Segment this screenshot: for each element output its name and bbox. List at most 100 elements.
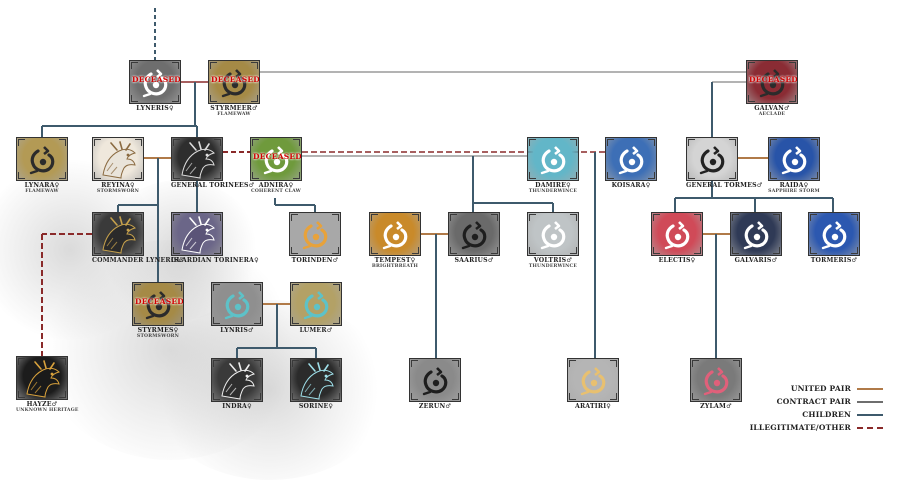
portrait-tile [16,356,68,400]
node-name: General Torinees [171,182,249,189]
node-lumer: Lumer♂ [290,282,342,334]
portrait-tile: DECEASED [250,137,302,181]
node-commander-lyneris: Commander Lyneris♂ [92,212,184,264]
node-sex-symbol: ♂ [51,401,58,408]
node-label: General Tormes♂ [686,182,762,189]
node-lynara: Lynara♀Flamewaw [16,137,68,194]
node-sex-symbol: ♀ [130,182,135,189]
node-sex-symbol: ♂ [332,257,339,264]
deceased-badge: DECEASED [211,75,260,84]
node-raida: Raida♀Sapphire Storm [768,137,820,194]
node-label: Galvaris♂ [730,257,782,264]
legend-swatch-united [857,388,883,390]
clan-emblem-icon [461,221,487,250]
portrait-tile: DECEASED [132,282,184,326]
node-sex-symbol: ♂ [178,257,185,264]
dragon-portrait-icon [221,362,255,400]
node-name: Koisara [611,182,646,189]
node-sex-symbol: ♀ [690,257,696,264]
clan-emblem-icon [29,146,55,175]
portrait-tile [290,358,342,402]
node-torinden: Torinden♂ [289,212,341,264]
node-zylam: Zylam♂ [690,358,742,410]
portrait-tile: DECEASED [746,60,798,104]
deceased-badge: DECEASED [135,297,184,306]
node-name: Aratiri [574,403,607,410]
node-zerun: Zerun♂ [409,358,461,410]
clan-emblem-icon [703,367,729,396]
node-label: Commander Lyneris♂ [92,257,184,264]
node-label: Sorine♀ [290,403,342,410]
portrait-tile [211,358,263,402]
node-galvaris: Galvaris♂ [730,212,782,264]
node-sex-symbol: ♂ [487,257,494,264]
node-electis: Electis♀ [651,212,703,264]
node-label: Adnira♀Coherent Claw [250,182,302,194]
node-sex-symbol: ♂ [783,105,790,112]
node-label: Zerun♂ [409,403,461,410]
node-name: Lumer [299,327,327,334]
clan-emblem-icon [540,221,566,250]
node-name: General Tormes [686,182,757,189]
node-sex-symbol: ♀ [410,257,416,264]
clan-emblem-icon [540,146,566,175]
dragon-portrait-icon [102,141,136,179]
node-flight: Flamewaw [217,112,251,117]
node-label: Styrmes♀Stormsworn [132,327,184,339]
portrait-tile [605,137,657,181]
portrait-tile [808,212,860,256]
portrait-tile [768,137,820,181]
portrait-tile [369,212,421,256]
node-name: Zylam [700,403,727,410]
node-flight: Thunderwince [528,264,578,269]
portrait-tile [171,212,223,256]
node-name: Lyneris [136,105,169,112]
portrait-tile [527,212,579,256]
node-damire: Damire♀Thunderwince [527,137,579,194]
node-flight: Stormsworn [136,334,180,339]
portrait-tile [290,282,342,326]
dragon-portrait-icon [26,360,60,398]
portrait-tile [16,137,68,181]
portrait-tile [651,212,703,256]
clan-emblem-icon [302,221,328,250]
portrait-tile [448,212,500,256]
portrait-tile [289,212,341,256]
node-sex-symbol: ♂ [851,257,858,264]
node-label: Tempest♀Brightbreath [369,257,421,269]
node-label: Lynris♂ [211,327,263,334]
node-name: Galvaris [734,257,772,264]
node-label: Hayze♂Unknown Heritage [16,401,78,413]
node-label: Damire♀Thunderwince [527,182,579,194]
node-general-tormes: General Tormes♂ [686,137,762,189]
node-sex-symbol: ♂ [326,327,333,334]
node-sex-symbol: ♀ [247,403,252,410]
node-name: Raida [779,182,804,189]
node-sex-symbol: ♂ [247,327,254,334]
dragon-portrait-icon [181,216,215,254]
node-label: Indra♀ [211,403,263,410]
clan-emblem-icon [580,367,606,396]
dragon-portrait-icon [300,362,334,400]
node-sex-symbol: ♂ [756,182,763,189]
node-name: Damire [535,182,567,189]
node-name: Electis [658,257,691,264]
node-name: Adnira [258,182,289,189]
node-name: Sorine [298,403,329,410]
portrait-tile: DECEASED [129,60,181,104]
node-sex-symbol: ♂ [566,257,573,264]
node-sex-symbol: ♀ [645,182,651,189]
dragon-portrait-icon [181,141,215,179]
node-koisara: Koisara♀ [605,137,657,189]
node-galvan: DECEASEDGalvan♂Aeclade [746,60,798,117]
node-name: Tormeris [810,257,852,264]
node-flight: Thunderwince [528,189,578,194]
node-label: Electis♀ [651,257,703,264]
node-adnira: DECEASEDAdnira♀Coherent Claw [250,137,302,194]
node-reyina: Reyina♀Stormsworn [92,137,144,194]
node-flight: Aeclade [758,112,786,117]
node-hayze: Hayze♂Unknown Heritage [16,356,78,413]
clan-emblem-icon [699,146,725,175]
legend-children: Children [802,410,883,422]
node-lynris: Lynris♂ [211,282,263,334]
